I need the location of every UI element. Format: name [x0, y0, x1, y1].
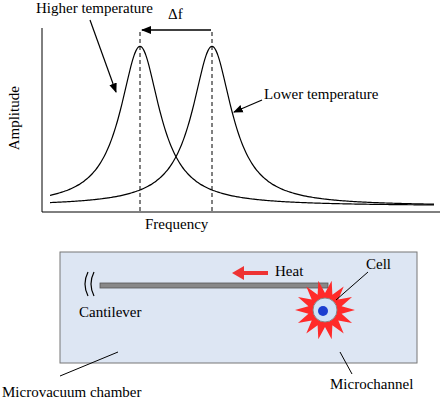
- leader-arrow: [234, 100, 262, 112]
- delta-label: Δf: [168, 6, 183, 23]
- resonance-curve: [50, 46, 434, 204]
- leader-arrow: [90, 20, 116, 92]
- cell-body: [313, 298, 337, 322]
- y-axis: [42, 28, 43, 212]
- cantilever-beam: [100, 283, 328, 288]
- leader-line: [340, 352, 352, 374]
- part-label: Cell: [366, 256, 391, 273]
- cell-nucleus: [318, 306, 328, 316]
- dashed-line: [140, 32, 141, 212]
- delta-arrow: [142, 29, 211, 30]
- leader-line: [336, 272, 368, 300]
- heat-arrow-head: [232, 266, 244, 280]
- leader-line: [60, 352, 118, 376]
- part-label: Microchannel: [330, 376, 413, 393]
- x-axis: [42, 212, 440, 213]
- box-label: Heat: [275, 263, 303, 280]
- device-sketch: [60, 252, 417, 363]
- axis-label: Amplitude: [6, 86, 23, 150]
- heat-arrow: [242, 271, 268, 275]
- box-label: Cantilever: [79, 304, 141, 321]
- heat-burst: [295, 281, 355, 339]
- chip-substrate: [60, 252, 417, 363]
- part-label: Microvacuum chamber: [2, 384, 142, 401]
- resonance-curve: [50, 46, 434, 205]
- curve-label: Lower temperature: [264, 86, 379, 103]
- device-parts: [60, 266, 368, 376]
- vibration-mark: [85, 272, 94, 296]
- curve-label: Higher temperature: [36, 0, 153, 17]
- axis-label: Frequency: [145, 216, 208, 233]
- dashed-line: [212, 32, 213, 212]
- resonance-graph: [42, 20, 440, 212]
